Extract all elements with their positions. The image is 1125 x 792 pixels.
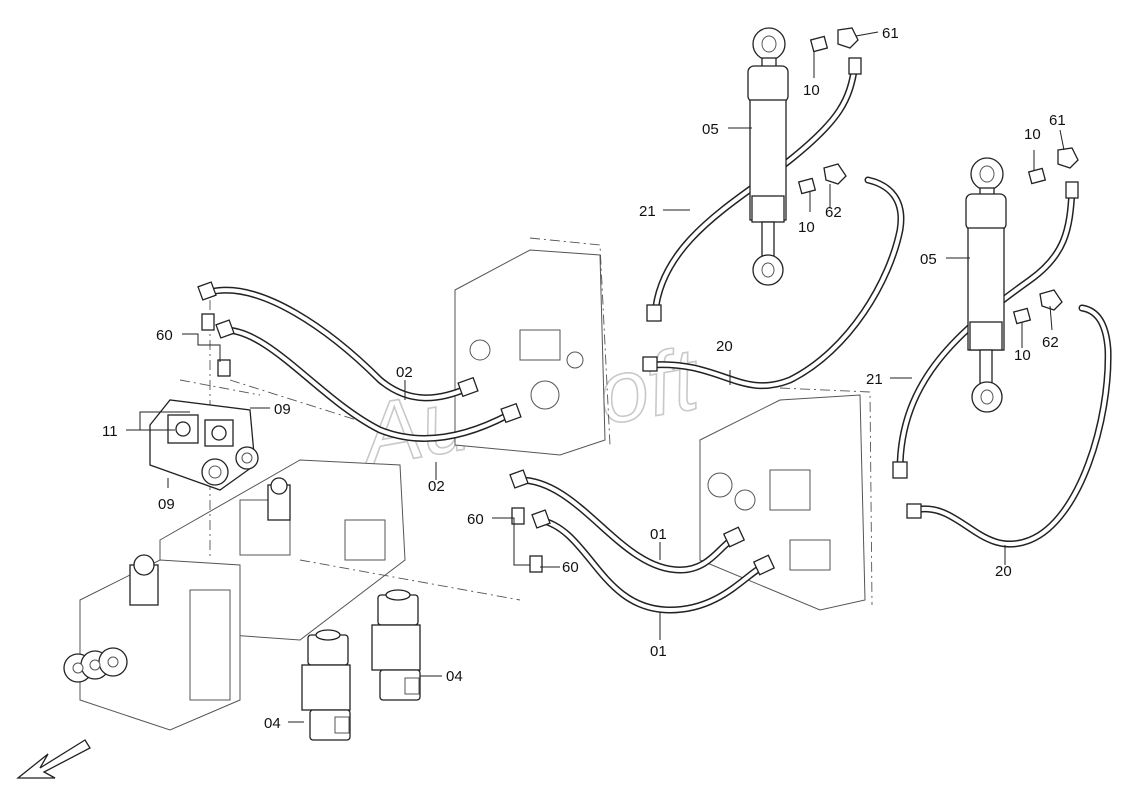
callout-09: 09 <box>158 496 175 513</box>
callout-61: 61 <box>882 25 899 42</box>
callout-10: 10 <box>798 219 815 236</box>
callout-62: 62 <box>1042 334 1059 351</box>
main-valve-manifold <box>79 300 521 731</box>
callout-60: 60 <box>467 511 484 528</box>
callout-10: 10 <box>1014 347 1031 364</box>
callout-05: 05 <box>702 121 719 138</box>
callout-61: 61 <box>1049 112 1066 129</box>
callout-04: 04 <box>264 715 281 732</box>
adapters-and-elbows <box>201 27 1079 573</box>
hose-20-right <box>911 304 1112 548</box>
valve-09 <box>149 379 261 491</box>
solenoid-04-right <box>371 589 421 701</box>
callout-05: 05 <box>920 251 937 268</box>
callout-04: 04 <box>446 668 463 685</box>
callout-21: 21 <box>639 203 656 220</box>
hose-01-upper <box>516 476 739 574</box>
callout-20: 20 <box>716 338 733 355</box>
hose-02-upper <box>206 286 472 402</box>
hose-02-lower <box>221 326 514 442</box>
cylinder-05-right <box>965 157 1007 413</box>
leader-lines <box>126 31 1065 723</box>
callout-09: 09 <box>274 401 291 418</box>
callout-02: 02 <box>396 364 413 381</box>
hose-01-lower <box>536 516 769 614</box>
callout-21: 21 <box>866 371 883 388</box>
hose-20-left <box>646 176 905 390</box>
hose-21-right <box>896 186 1076 474</box>
gear-assembly <box>63 477 291 683</box>
hose-fittings <box>197 57 1079 576</box>
direction-arrow-icon <box>16 739 91 779</box>
callout-60: 60 <box>562 559 579 576</box>
callout-11: 11 <box>102 423 118 440</box>
cylinder-05-left <box>747 27 789 286</box>
callout-labels: 61 10 05 21 10 62 10 61 05 10 62 21 20 2… <box>102 25 1066 732</box>
callout-01: 01 <box>650 643 667 660</box>
callout-20: 20 <box>995 563 1012 580</box>
callout-01: 01 <box>650 526 667 543</box>
callout-62: 62 <box>825 204 842 221</box>
callout-60: 60 <box>156 327 173 344</box>
valve-block-center <box>454 237 611 456</box>
valve-block-right <box>699 387 873 611</box>
callout-10: 10 <box>803 82 820 99</box>
callout-10: 10 <box>1024 126 1041 143</box>
solenoid-04-left <box>301 629 351 741</box>
callout-02: 02 <box>428 478 445 495</box>
